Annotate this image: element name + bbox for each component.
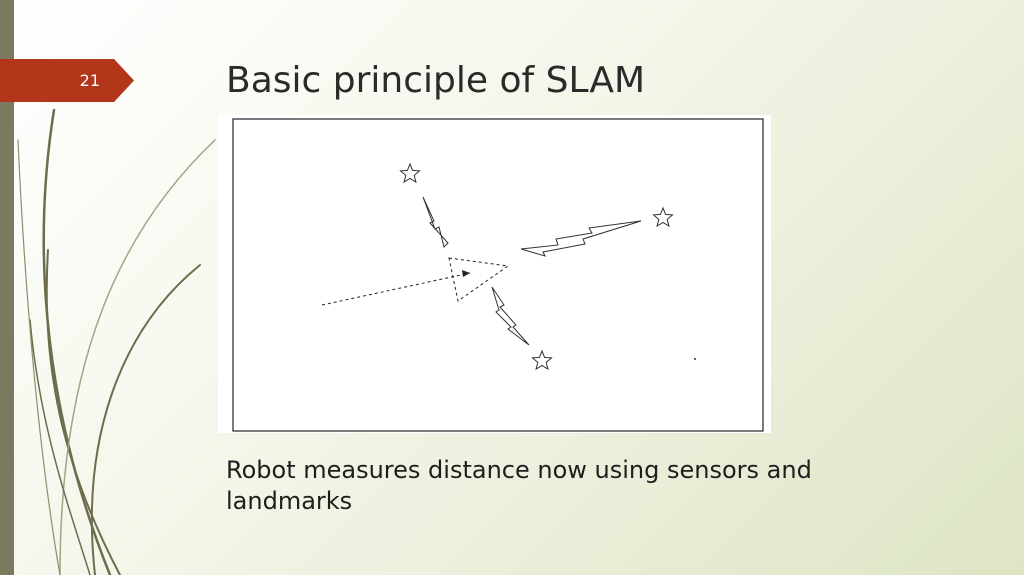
measurement-lightning-bolt-icon: [520, 220, 642, 257]
slam-diagram: [218, 115, 771, 433]
robot-dashed-triangle-icon: [448, 257, 510, 302]
slide-number: 21: [79, 71, 100, 90]
landmark-star-icon: [531, 349, 553, 371]
slide-number-badge: 21: [0, 59, 134, 102]
landmark-star-icon: [652, 206, 674, 228]
robot-path: [321, 272, 471, 306]
decorative-grass: [17, 108, 216, 575]
path-arrowhead: [462, 270, 470, 277]
diagram-frame: [232, 118, 764, 432]
slide-title: Basic principle of SLAM: [226, 60, 646, 101]
measurement-lightning-bolt-icon: [491, 286, 530, 346]
left-accent-bar: [0, 0, 14, 575]
landmark-star-icon: [399, 162, 421, 184]
dot-mark: [694, 358, 696, 360]
measurement-lightning-bolt-icon: [422, 196, 449, 248]
slide-body-text: Robot measures distance now using sensor…: [226, 456, 812, 515]
